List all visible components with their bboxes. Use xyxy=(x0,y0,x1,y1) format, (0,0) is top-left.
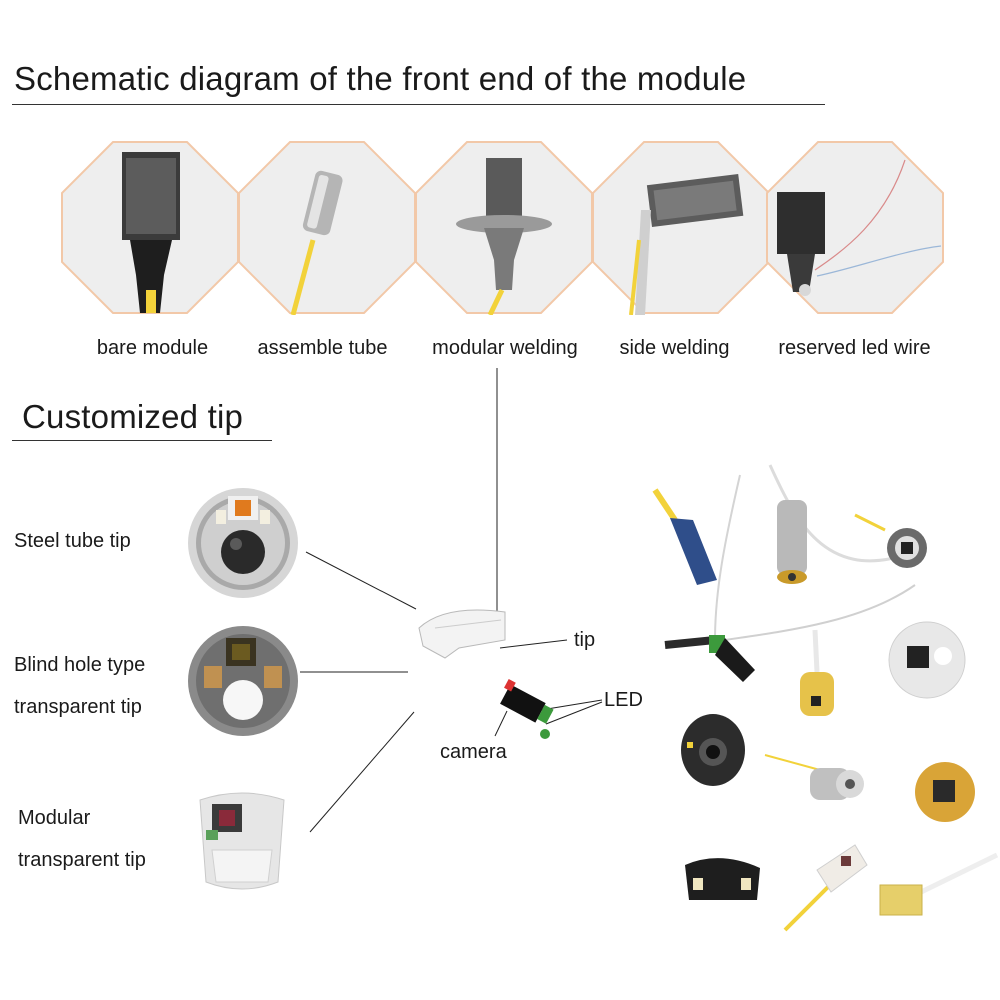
steel-tube-product xyxy=(777,500,807,584)
product-collage xyxy=(652,464,999,932)
tip-label-line: transparent tip xyxy=(18,849,146,871)
tip-label-line: Steel tube tip xyxy=(14,530,131,552)
modular-welding-photo xyxy=(415,141,593,315)
step-label-bare-module: bare module xyxy=(96,337,209,359)
white-dome-product xyxy=(888,621,966,699)
grey-wire-2 xyxy=(714,474,741,641)
white-angled-product xyxy=(783,844,868,932)
blind-hole-tip-photo xyxy=(188,626,298,736)
split-head-product xyxy=(685,858,760,900)
black-camera-product xyxy=(681,714,745,786)
yellow-tip-product xyxy=(800,629,834,716)
black-cable-product xyxy=(664,635,755,682)
yellow-block-product xyxy=(879,852,999,916)
callout-led: LED xyxy=(604,689,643,711)
tip-label-line: Modular xyxy=(18,807,91,829)
tip-label-line: transparent tip xyxy=(14,696,142,718)
tip-label-blind-hole: Blind hole type transparent tip xyxy=(14,644,145,728)
flex-module-product xyxy=(652,488,717,585)
steel-tube-tip-photo xyxy=(188,488,298,598)
section-title-underline-2 xyxy=(12,440,272,441)
section-title-customized-tip: Customized tip xyxy=(22,398,244,435)
section-title-schematic: Schematic diagram of the front end of th… xyxy=(14,60,747,97)
tip-exploded-diagram xyxy=(418,609,554,739)
tip-label-steel-tube: Steel tube tip xyxy=(14,520,131,562)
steel-cylinder-product xyxy=(764,754,864,800)
modular-transparent-tip-photo xyxy=(199,792,285,890)
callout-tip: tip xyxy=(574,629,596,651)
step-label-modular-welding: modular welding xyxy=(432,337,578,359)
assemble-tube-photo xyxy=(238,141,416,315)
round-module-product xyxy=(854,513,927,568)
side-welding-photo xyxy=(592,141,770,315)
tip-label-modular: Modular transparent tip xyxy=(18,797,146,881)
reserved-led-wire-photo xyxy=(766,141,944,314)
callout-camera: camera xyxy=(440,741,507,763)
bare-module-photo xyxy=(61,141,239,314)
step-label-side-welding: side welding xyxy=(619,337,730,359)
step-label-reserved-led-wire: reserved led wire xyxy=(778,337,931,359)
grey-wire xyxy=(724,584,916,641)
white-cable xyxy=(768,464,906,563)
amber-dome-product xyxy=(915,762,975,822)
tip-label-line: Blind hole type xyxy=(14,654,146,676)
step-label-assemble-tube: assemble tube xyxy=(257,337,388,359)
section-title-underline xyxy=(12,104,825,105)
